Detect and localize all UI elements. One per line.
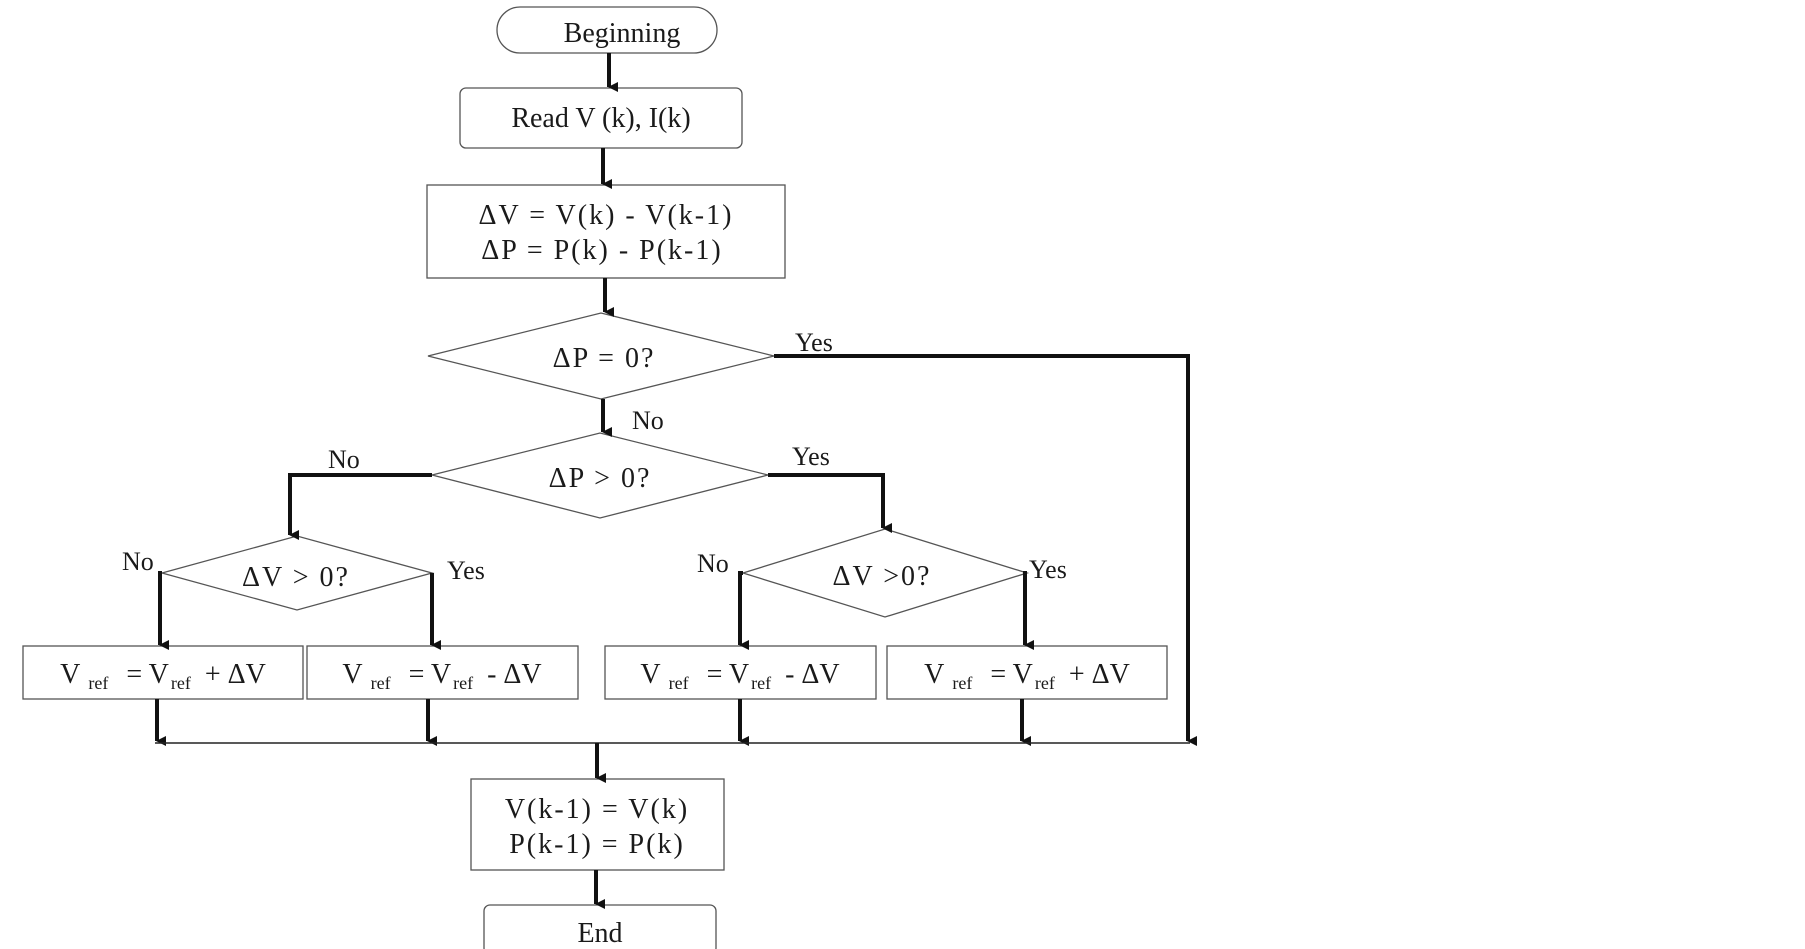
calc-line-1: ΔV = V(k) - V(k-1) xyxy=(479,200,734,231)
update-box xyxy=(470,778,725,871)
update-line-1: V(k-1) = V(k) xyxy=(505,794,689,825)
dv-right-label: ΔV >0? xyxy=(833,561,932,592)
label-dp-pos-yes: Yes xyxy=(792,442,830,471)
label-dv-right-yes: Yes xyxy=(1029,555,1067,584)
connector-dv-right-yes xyxy=(1023,571,1034,650)
end-label: End xyxy=(577,918,622,949)
label-dp-zero-yes: Yes xyxy=(795,328,833,357)
label-dp-pos-no: No xyxy=(328,445,360,474)
label-dp-zero-no: No xyxy=(632,406,664,435)
label-dv-right-no: No xyxy=(697,549,729,578)
action-box-3 xyxy=(604,645,877,700)
update-line-2: P(k-1) = P(k) xyxy=(509,829,685,860)
label-dv-left-yes: Yes xyxy=(447,556,485,585)
action-box-4 xyxy=(886,645,1168,700)
label-dv-left-no: No xyxy=(122,547,154,576)
read-label: Read V (k), I(k) xyxy=(511,103,690,134)
connector-dp-pos-no xyxy=(288,473,432,540)
dv-left-label: ΔV > 0? xyxy=(242,562,350,593)
connector-dp-pos-yes xyxy=(768,473,892,533)
connector-dp-zero-yes xyxy=(774,354,1197,746)
connector-dv-right-no xyxy=(738,571,749,650)
dp-positive-label: ΔP > 0? xyxy=(549,463,652,494)
start-label: Beginning xyxy=(564,18,681,49)
action-box-2 xyxy=(306,645,579,700)
dp-zero-label: ΔP = 0? xyxy=(553,343,656,374)
action-box-1 xyxy=(22,645,304,700)
calc-line-2: ΔP = P(k) - P(k-1) xyxy=(481,235,722,266)
connector-dv-left-no xyxy=(158,571,169,650)
